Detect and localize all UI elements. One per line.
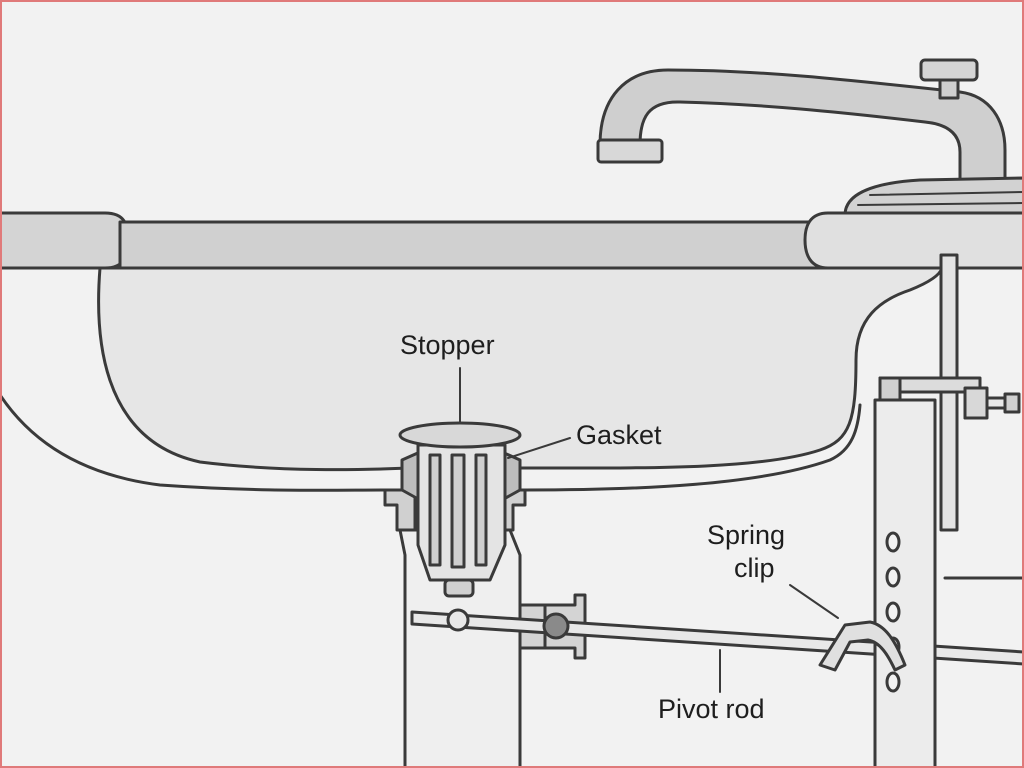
label-spring-clip-line2: clip xyxy=(734,553,775,583)
pivot-rod xyxy=(410,608,1024,666)
clevis-strap xyxy=(873,398,937,768)
label-spring-clip-line1: Spring xyxy=(707,520,785,550)
drain-assembly xyxy=(383,421,587,768)
faucet-spout xyxy=(598,68,1007,184)
rim-left xyxy=(0,211,130,270)
faucet-base xyxy=(843,176,1024,217)
basin-underside xyxy=(0,393,387,492)
faucet xyxy=(596,58,1024,217)
spring-clip xyxy=(818,620,907,672)
sink-basin xyxy=(97,266,944,472)
clevis-clamp xyxy=(878,376,1021,420)
label-pivot-rod: Pivot rod xyxy=(658,694,765,724)
gasket-leader xyxy=(507,437,571,459)
label-gasket: Gasket xyxy=(576,420,662,450)
lift-rod-knob xyxy=(919,58,979,82)
rim-right xyxy=(803,211,1024,270)
label-stopper: Stopper xyxy=(400,330,495,360)
stopper-cap xyxy=(398,421,522,449)
rim-inner-lip xyxy=(118,220,834,270)
lift-rod-stem xyxy=(938,78,960,100)
pivot-ball xyxy=(542,612,570,640)
spring-clip-leader xyxy=(789,584,839,619)
rod-stopper-ring xyxy=(446,608,470,632)
counter-rim xyxy=(0,211,1024,270)
faucet-spout-tip xyxy=(596,138,664,164)
